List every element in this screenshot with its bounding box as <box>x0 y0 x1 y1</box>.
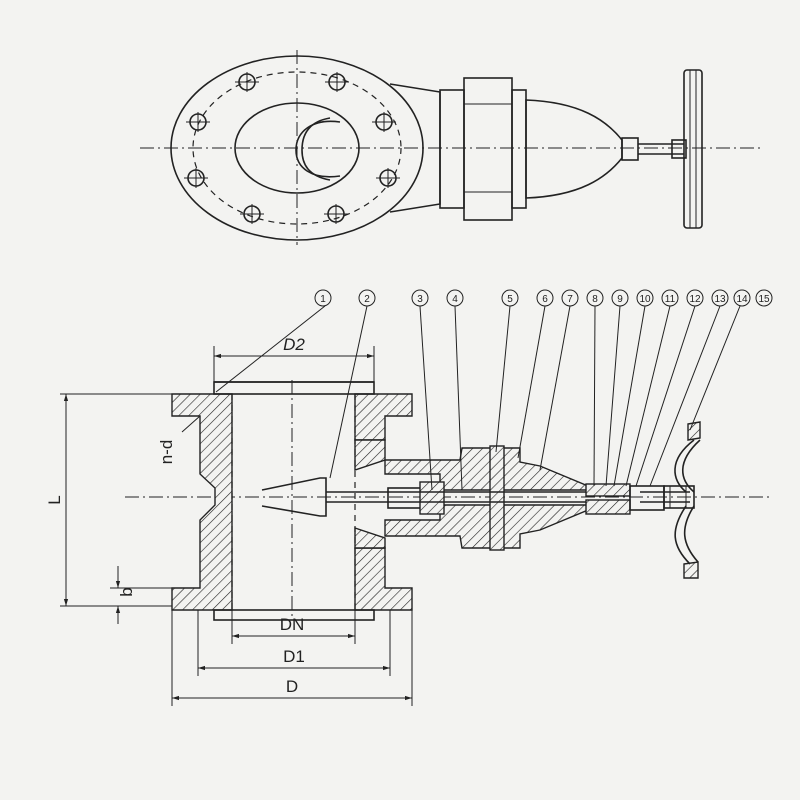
bolt-hole <box>372 112 396 132</box>
part-number: 11 <box>665 294 676 305</box>
right-flange-bottom <box>354 547 413 611</box>
part-number: 6 <box>542 294 548 305</box>
disc-edge <box>295 120 341 178</box>
part-callout: 2 <box>358 289 376 307</box>
bonnet-ring <box>511 89 527 209</box>
bolt-hole <box>324 204 348 224</box>
dn-label: DN <box>280 615 305 634</box>
part-callout: 5 <box>501 289 519 307</box>
part-callout: 10 <box>636 289 654 307</box>
left-flange-section <box>171 393 233 611</box>
bore-outline <box>234 102 360 194</box>
part-number: 7 <box>567 294 573 305</box>
part-number: 1 <box>320 294 326 305</box>
part-number: 9 <box>617 294 623 305</box>
part-number: 2 <box>364 294 370 305</box>
top-view <box>140 50 760 245</box>
bolt-hole <box>184 168 208 188</box>
part-number: 5 <box>507 294 513 305</box>
bolt-hole <box>376 168 400 188</box>
l-label: L <box>45 495 64 504</box>
raised-face-top <box>213 381 375 395</box>
gland-top <box>585 483 631 497</box>
handwheel-spoke-top <box>674 439 695 493</box>
handwheel-hub <box>671 139 687 159</box>
part-callout: 7 <box>561 289 579 307</box>
part-callout: 6 <box>536 289 554 307</box>
flange-outline <box>170 55 424 241</box>
bonnet-upper-section <box>384 447 589 491</box>
part-number-list: 1 2 3 4 5 6 7 8 9 10 11 12 13 14 15 <box>314 289 773 307</box>
bolt-hole <box>240 204 264 224</box>
bolt-holes <box>184 72 400 224</box>
bonnet-lower-section <box>384 504 589 549</box>
d1-label: D1 <box>283 647 305 666</box>
part-number: 8 <box>592 294 598 305</box>
part-callout: 14 <box>733 289 751 307</box>
handwheel-nut <box>663 485 695 509</box>
part-number: 4 <box>452 294 458 305</box>
bonnet-bolt <box>489 445 505 551</box>
b-label: b <box>117 587 136 596</box>
body-upper-wall <box>354 439 386 471</box>
bolt-hole <box>235 72 259 92</box>
part-callout: 1 <box>314 289 332 307</box>
bolt-hole <box>186 112 210 132</box>
section-view <box>125 380 770 621</box>
part-callout: 3 <box>411 289 429 307</box>
handwheel-side <box>683 69 703 229</box>
gland-bottom <box>585 499 631 515</box>
body-lower-wall <box>354 527 386 549</box>
bolt-hole <box>325 72 349 92</box>
part-callout: 13 <box>711 289 729 307</box>
handwheel-spoke-bottom <box>674 505 691 565</box>
right-flange-top <box>354 393 413 441</box>
disc-edge-inner <box>301 117 331 181</box>
yoke-nut <box>621 137 639 161</box>
handwheel-rim-top <box>687 421 701 441</box>
part-callout: 11 <box>661 289 679 307</box>
raised-face-bottom <box>213 609 375 621</box>
bonnet-flange <box>463 77 513 221</box>
part-callout: 15 <box>755 289 773 307</box>
n-d-label: n-d <box>157 440 176 465</box>
part-number: 13 <box>714 294 726 305</box>
part-number: 3 <box>417 294 423 305</box>
dimensions: D2 n-d L b DN D1 D <box>45 335 413 706</box>
body-flange <box>439 89 465 209</box>
part-callout: 4 <box>446 289 464 307</box>
bonnet-dome <box>525 99 623 199</box>
part-number: 12 <box>689 294 701 305</box>
d2-label: D2 <box>283 335 305 354</box>
part-number: 10 <box>639 294 651 305</box>
stem-extension <box>629 485 665 511</box>
part-number: 14 <box>736 294 748 305</box>
nut-housing <box>419 481 445 515</box>
part-callout: 12 <box>686 289 704 307</box>
bolt-circle <box>192 71 402 225</box>
wedge <box>261 477 327 517</box>
part-number: 15 <box>758 294 770 305</box>
part-callout: 9 <box>611 289 629 307</box>
leaders <box>215 305 741 491</box>
part-callout: 8 <box>586 289 604 307</box>
handwheel-rim-bottom <box>683 561 699 579</box>
d-label: D <box>286 677 298 696</box>
